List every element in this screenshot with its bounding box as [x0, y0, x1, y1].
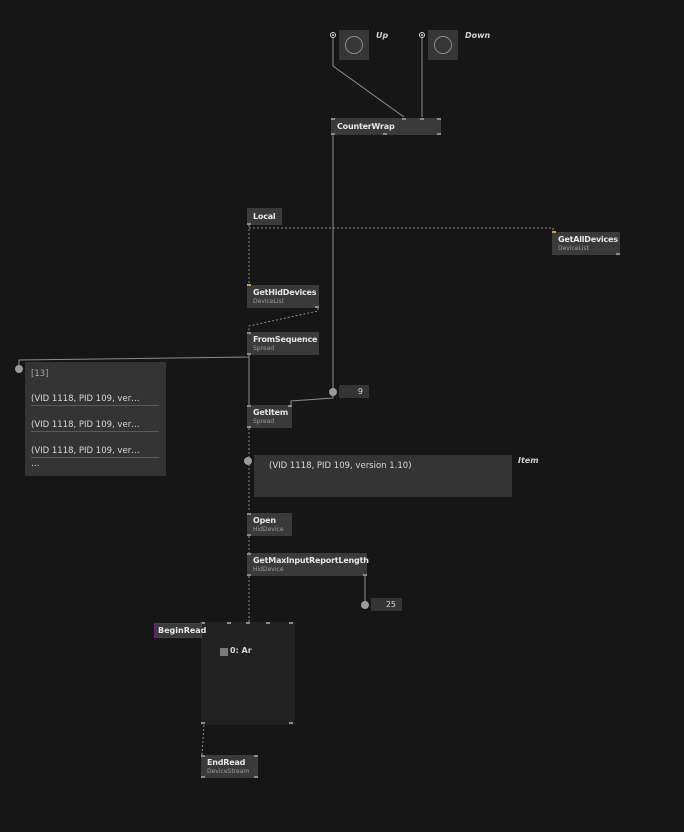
- row-divider: [31, 457, 159, 458]
- spread-more: …: [31, 459, 40, 469]
- getalldevices-node[interactable]: GetAllDevices DeviceList: [552, 231, 620, 255]
- node-title: Local: [253, 212, 276, 221]
- getitem-node[interactable]: GetItem Spread: [247, 405, 292, 428]
- input-pin[interactable]: [254, 755, 258, 757]
- item-input-pin[interactable]: [244, 457, 252, 465]
- input-pin[interactable]: [247, 332, 251, 334]
- output-pin[interactable]: [363, 574, 367, 576]
- output-pin[interactable]: [247, 534, 251, 536]
- input-pin[interactable]: [437, 118, 441, 120]
- spread-row: (VID 1118, PID 109, ver…: [31, 394, 140, 404]
- item-label: Item: [518, 456, 539, 465]
- input-pin[interactable]: [552, 231, 556, 233]
- node-title: BeginRead: [158, 626, 207, 635]
- panel-input-pin[interactable]: [15, 365, 23, 373]
- output-pin[interactable]: [201, 776, 205, 778]
- output-pin[interactable]: [315, 306, 319, 308]
- input-pin[interactable]: [247, 553, 251, 555]
- button-circle-icon: [434, 36, 452, 54]
- wire-beginread-to-endread: [201, 724, 205, 756]
- node-category: DeviceStream: [207, 768, 250, 775]
- index-input-pin[interactable]: [329, 388, 337, 396]
- item-viewer-panel: (VID 1118, PID 109, version 1.10): [254, 455, 512, 497]
- node-title: GetItem: [253, 408, 288, 417]
- output-pin[interactable]: [331, 133, 335, 135]
- node-title: GetMaxInputReportLength: [253, 556, 369, 565]
- getmaxinputreportlength-node[interactable]: GetMaxInputReportLength HidDevice: [247, 553, 369, 576]
- region-row-label: 0: Ar: [230, 646, 252, 655]
- output-pin[interactable]: [247, 353, 251, 355]
- wire-gethid-to-fromsequence: [248, 308, 319, 332]
- input-pin[interactable]: [402, 118, 406, 120]
- down-label: Down: [465, 31, 491, 40]
- input-pin[interactable]: [227, 622, 231, 624]
- input-pin[interactable]: [289, 622, 293, 624]
- input-pin[interactable]: [266, 622, 270, 624]
- spread-viewer-panel: [13] (VID 1118, PID 109, ver… (VID 1118,…: [25, 362, 166, 476]
- input-pin[interactable]: [247, 405, 251, 407]
- button-circle-icon: [345, 36, 363, 54]
- output-pin[interactable]: [437, 133, 441, 135]
- output-pin[interactable]: [254, 776, 258, 778]
- open-node[interactable]: Open HidDevice: [247, 513, 292, 536]
- node-title: GetAllDevices: [558, 235, 618, 244]
- node-title: GetHidDevices: [253, 288, 317, 297]
- output-pin[interactable]: [383, 133, 387, 135]
- index-value-box[interactable]: 9: [339, 385, 369, 398]
- node-category: DeviceList: [558, 245, 590, 252]
- node-category: Spread: [253, 345, 275, 352]
- output-pin[interactable]: [247, 426, 251, 428]
- down-button[interactable]: [428, 30, 458, 60]
- checkbox-icon[interactable]: [220, 648, 228, 656]
- spread-count: [13]: [31, 369, 49, 379]
- node-category: HidDevice: [253, 526, 284, 533]
- local-node[interactable]: Local: [247, 208, 282, 225]
- input-pin[interactable]: [331, 118, 335, 120]
- item-value: (VID 1118, PID 109, version 1.10): [269, 461, 412, 471]
- output-pin[interactable]: [289, 722, 293, 724]
- up-label: Up: [376, 31, 389, 40]
- row-divider: [31, 431, 159, 432]
- input-pin[interactable]: [201, 755, 205, 757]
- output-pin[interactable]: [616, 253, 620, 255]
- spread-row: (VID 1118, PID 109, ver…: [31, 420, 140, 430]
- wire-local-to-getall: [249, 227, 554, 232]
- output-pin[interactable]: [247, 223, 251, 225]
- endread-node[interactable]: EndRead DeviceStream: [201, 755, 258, 778]
- node-title: Open: [253, 516, 276, 525]
- down-output-pin[interactable]: [419, 32, 425, 38]
- input-pin[interactable]: [247, 513, 251, 515]
- fromsequence-node[interactable]: FromSequence Spread: [247, 332, 319, 355]
- wire-index-to-getitem: [290, 391, 334, 405]
- node-category: Spread: [253, 418, 275, 425]
- up-button[interactable]: [339, 30, 369, 60]
- beginread-region[interactable]: 0: Ar: [201, 622, 295, 725]
- node-title: CounterWrap: [337, 122, 395, 131]
- input-pin[interactable]: [246, 622, 250, 624]
- input-pin[interactable]: [247, 284, 251, 286]
- node-title: FromSequence: [253, 335, 318, 344]
- wire-fromsequence-to-panel: [18, 355, 250, 367]
- wire-up-to-counterwrap: [332, 38, 405, 118]
- beginread-node[interactable]: BeginRead: [154, 623, 206, 638]
- node-category: DeviceList: [253, 298, 285, 305]
- counterwrap-node[interactable]: CounterWrap: [331, 118, 441, 135]
- input-pin[interactable]: [288, 405, 292, 407]
- node-category: HidDevice: [253, 566, 284, 573]
- maxlength-value-box[interactable]: 25: [371, 598, 402, 611]
- spread-row: (VID 1118, PID 109, ver…: [31, 446, 140, 456]
- up-output-pin[interactable]: [330, 32, 336, 38]
- input-pin[interactable]: [420, 118, 424, 120]
- input-pin[interactable]: [201, 622, 205, 624]
- gethiddevices-node[interactable]: GetHidDevices DeviceList: [247, 284, 319, 308]
- row-divider: [31, 405, 159, 406]
- output-pin[interactable]: [247, 574, 251, 576]
- node-title: EndRead: [207, 758, 246, 767]
- output-pin[interactable]: [201, 722, 205, 724]
- maxlength-input-pin[interactable]: [361, 601, 369, 609]
